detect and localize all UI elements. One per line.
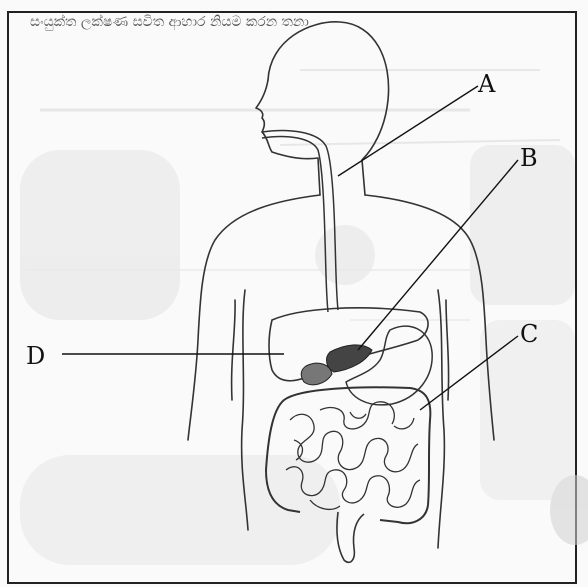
callout-label-d: D bbox=[26, 344, 45, 368]
callout-label-a: A bbox=[478, 72, 495, 96]
callout-label-c: C bbox=[520, 322, 538, 346]
callout-label-b: B bbox=[520, 146, 538, 170]
header-text: සංයුක්ත ලක්ෂණ සවිත ආහාර නියම කරන තනා bbox=[30, 14, 309, 31]
